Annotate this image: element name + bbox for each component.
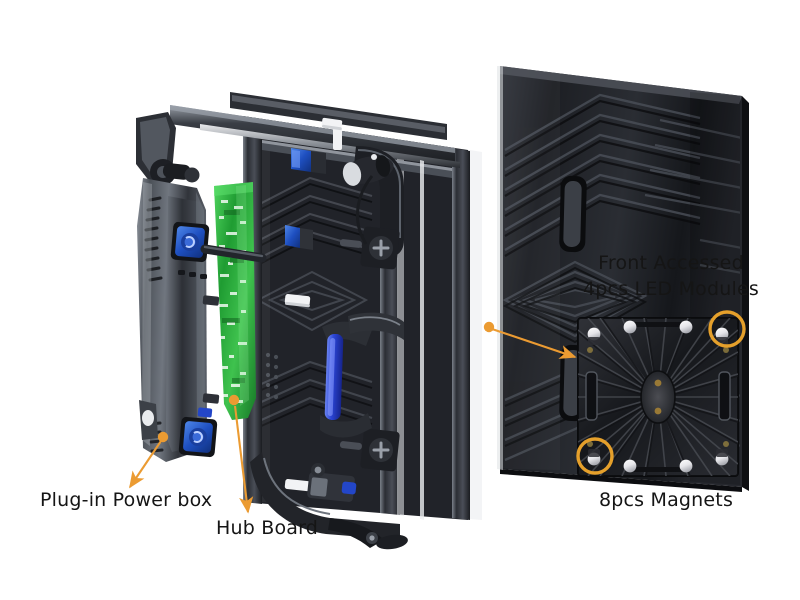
- blue-handle-bar: [320, 321, 372, 438]
- lock-screw-block-lower: [339, 428, 400, 472]
- magnet-highlight-bottom-left: [576, 437, 614, 475]
- callout-dot-power-box: [157, 431, 169, 443]
- callout-dot-led-modules: [483, 321, 495, 333]
- callout-arrow-hub-board: [233, 405, 254, 514]
- cabinet-rear-panel: [497, 66, 749, 492]
- callout-arrow-led-modules: [491, 328, 577, 359]
- lock-screw-block-upper: [339, 226, 400, 270]
- blue-clip-upper: [291, 148, 326, 174]
- callout-arrow-power-box: [129, 440, 162, 489]
- label-hub-board: Hub Board: [216, 517, 319, 539]
- hub-board-pcb: [214, 182, 256, 420]
- label-led-modules-count: 4pcs LED Modules: [583, 278, 759, 300]
- blue-clip-mid: [285, 225, 313, 250]
- bottom-connector-block: [307, 463, 357, 502]
- label-front-accessed: Front Accessed: [598, 252, 744, 274]
- callout-dot-hub-board: [228, 394, 240, 406]
- power-connector-lower: [178, 416, 218, 458]
- power-connector-upper: [170, 221, 210, 263]
- led-module-back-view: [577, 317, 739, 477]
- cabinet-frame-assembly: [170, 92, 482, 550]
- magnet-highlight-circles: [576, 310, 746, 475]
- magnet-highlight-top-right: [708, 310, 746, 348]
- top-rail: [170, 92, 460, 168]
- bottom-foot-assembly: [250, 452, 408, 550]
- label-magnets: 8pcs Magnets: [598, 489, 734, 511]
- callout-leaders: [129, 321, 577, 514]
- label-plug-in-power-box: Plug-in Power box: [40, 489, 213, 511]
- top-cylinder-latch: [342, 154, 394, 186]
- frame-right-beam: [452, 148, 470, 520]
- plug-in-power-box: [136, 112, 220, 462]
- status-leds: [178, 270, 207, 279]
- frame-grip: [348, 312, 404, 340]
